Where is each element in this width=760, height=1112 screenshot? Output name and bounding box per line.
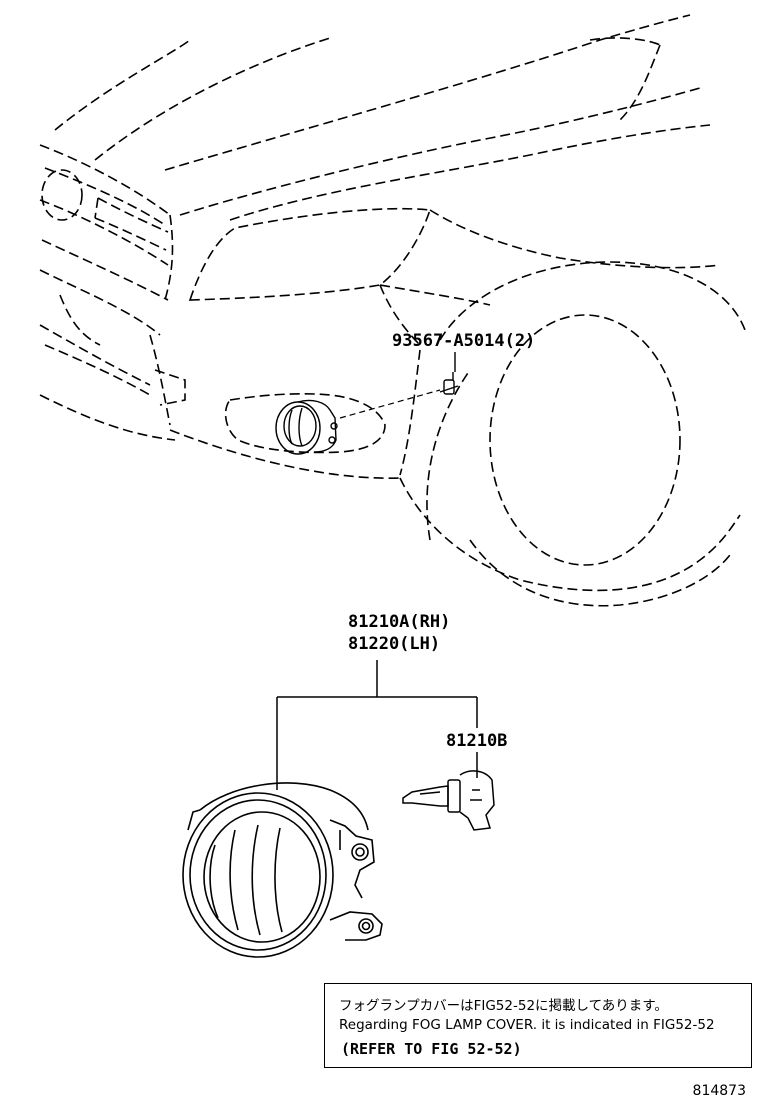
bulb-part-label: 81210B xyxy=(446,731,508,751)
car-front-outline xyxy=(39,14,746,607)
fog-lamp-assembly xyxy=(182,782,383,958)
note-japanese-text: フォグランプカバーはFIG52-52に掲載してあります。 xyxy=(339,998,668,1014)
note-english-text: Regarding FOG LAMP COVER. it is indicate… xyxy=(339,1017,715,1033)
fog-lamp-small xyxy=(275,399,338,455)
clip-icon xyxy=(439,372,459,395)
bulb-icon xyxy=(402,770,495,831)
reference-note-box: フォグランプカバーはFIG52-52に掲載してあります。 Regarding F… xyxy=(324,983,752,1068)
leader-tree xyxy=(276,660,478,790)
clip-part-label: 93567-A5014(2) xyxy=(392,331,536,351)
note-refer-text: (REFER TO FIG 52-52) xyxy=(341,1040,522,1058)
figure-number: 814873 xyxy=(692,1083,746,1099)
fog-lamp-rh-part-label: 81210A(RH) xyxy=(348,612,451,632)
fog-lamp-lh-part-label: 81220(LH) xyxy=(348,634,441,654)
clip-leader-dashed xyxy=(339,389,441,419)
